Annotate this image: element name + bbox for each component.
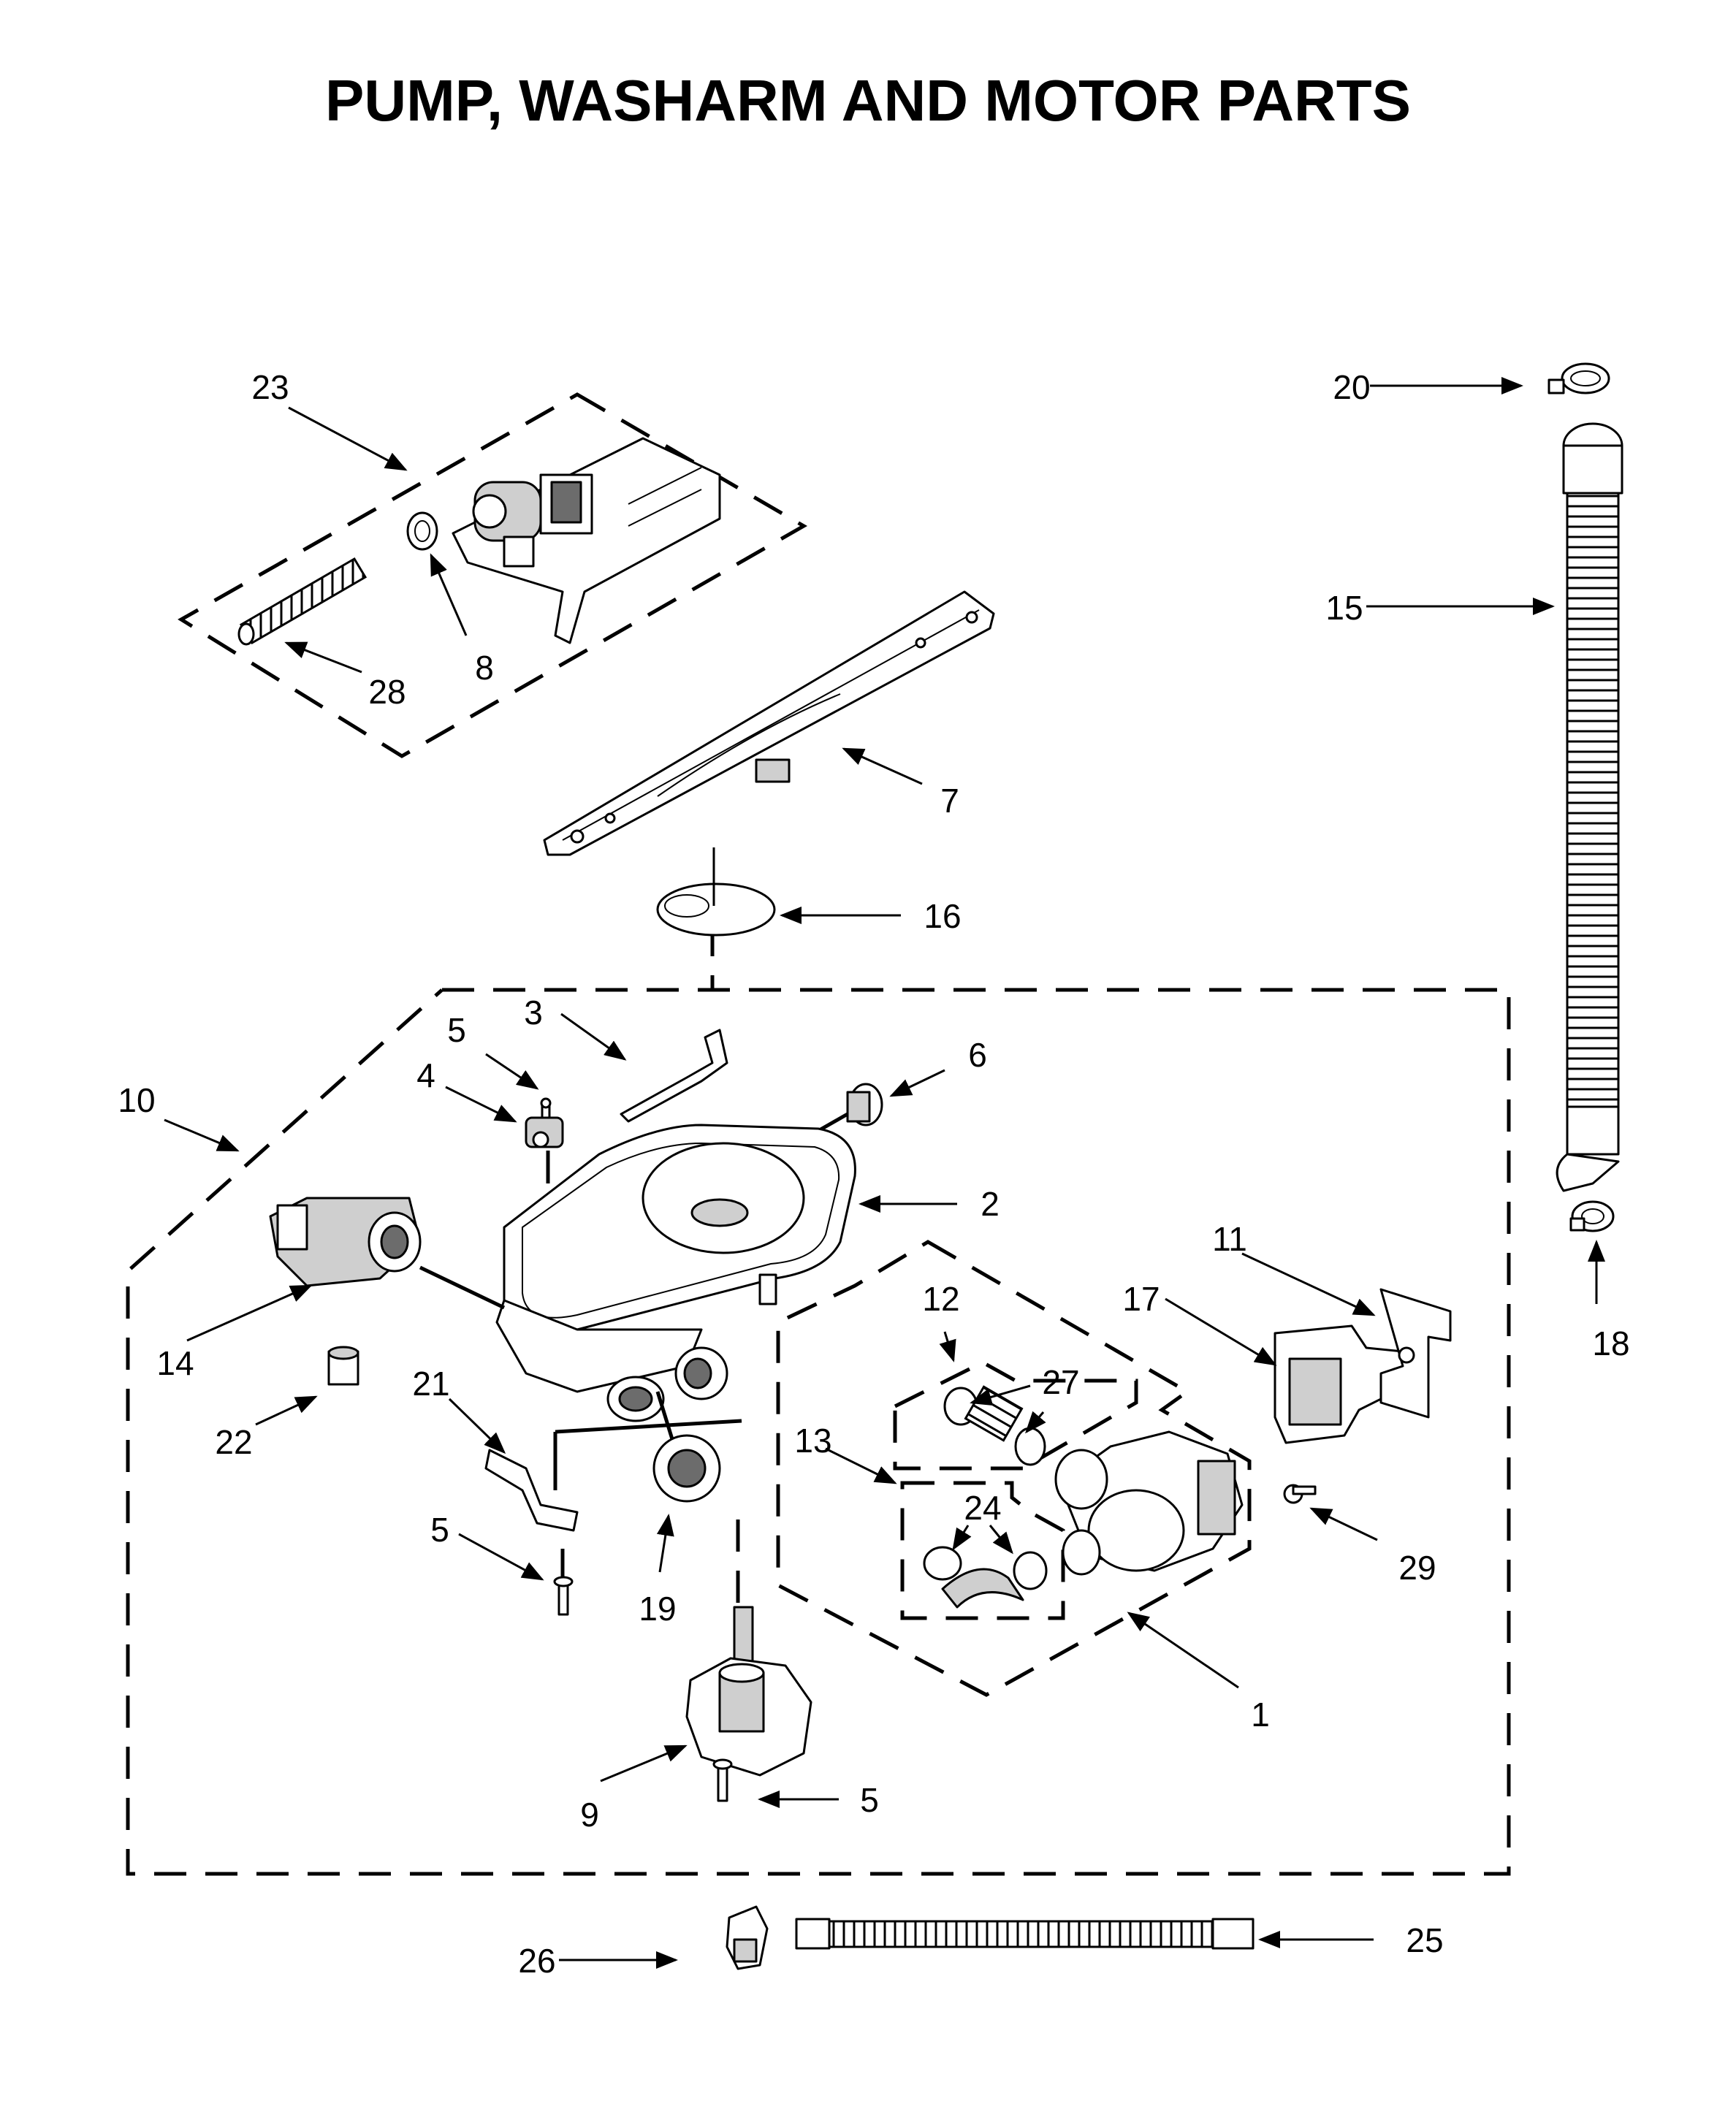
callout-12: 12 <box>922 1280 959 1318</box>
group-10-boundary <box>126 988 1511 1876</box>
callout-29: 29 <box>1398 1549 1436 1587</box>
hose-clamp <box>406 511 438 551</box>
callout-14: 14 <box>156 1344 194 1382</box>
drain-hose <box>1556 422 1623 1192</box>
callout-11: 11 <box>1212 1220 1247 1258</box>
diverter-motor-assembly <box>452 437 721 644</box>
hose-clip <box>726 1905 769 1970</box>
callout-3: 3 <box>524 994 543 1032</box>
callout-21: 21 <box>412 1365 449 1403</box>
callout-18: 18 <box>1592 1324 1629 1362</box>
screw-right <box>1283 1484 1317 1504</box>
callout-10: 10 <box>118 1081 155 1119</box>
callout-4: 4 <box>416 1056 435 1094</box>
callout-16: 16 <box>924 897 961 935</box>
callout-5-middle: 5 <box>430 1511 449 1549</box>
group-12-boundary <box>893 1360 1138 1471</box>
pressure-sensor <box>652 1391 721 1503</box>
callout-5-bottom: 5 <box>860 1781 879 1819</box>
callout-24: 24 <box>964 1489 1001 1527</box>
group-23-boundary <box>178 392 808 758</box>
circulation-pump <box>1054 1430 1244 1576</box>
callout-26: 26 <box>518 1942 555 1980</box>
corrugated-tube <box>237 557 368 646</box>
callout-labels: 23 20 15 8 28 7 16 3 5 4 6 10 2 11 12 17… <box>118 368 1629 1980</box>
thermal-fuse <box>327 1346 359 1386</box>
screw-middle <box>553 1576 574 1616</box>
spray-arm-disc <box>656 847 776 937</box>
callout-28: 28 <box>368 673 406 711</box>
mounting-clip <box>1379 1288 1452 1419</box>
elbow-hose <box>923 1546 1048 1609</box>
group-13-boundary <box>900 1481 1065 1620</box>
drain-pump <box>269 1197 506 1310</box>
callout-13: 13 <box>794 1422 831 1460</box>
callout-19: 19 <box>639 1590 676 1628</box>
callout-23: 23 <box>251 368 289 406</box>
callout-5-top: 5 <box>447 1011 466 1049</box>
sump-housing <box>495 1124 856 1422</box>
leader-lines <box>164 377 1605 1969</box>
screw-bottom <box>712 1758 733 1802</box>
page-title: PUMP, WASHARM AND MOTOR PARTS <box>325 68 1411 133</box>
callout-6: 6 <box>968 1036 987 1074</box>
callout-27: 27 <box>1042 1363 1079 1401</box>
callout-1: 1 <box>1251 1696 1270 1734</box>
callout-17: 17 <box>1122 1280 1160 1318</box>
lower-spray-arm <box>543 590 995 856</box>
hose-seal <box>943 1385 1046 1466</box>
callout-2: 2 <box>981 1185 1000 1223</box>
callout-7: 7 <box>940 782 959 820</box>
turbidity-sensor <box>525 1116 564 1183</box>
hose-clamp-bottom <box>1569 1200 1615 1232</box>
hose-clamp-top <box>1547 362 1610 394</box>
pump-mount-bracket <box>1274 1324 1404 1444</box>
callout-15: 15 <box>1325 589 1363 627</box>
callout-22: 22 <box>215 1423 252 1461</box>
callout-20: 20 <box>1333 368 1370 406</box>
callout-8: 8 <box>475 649 494 687</box>
wash-motor <box>685 1606 812 1777</box>
group-1-boundary <box>776 1240 1252 1697</box>
mounting-bracket <box>620 1029 728 1123</box>
callout-25: 25 <box>1406 1921 1443 1959</box>
drain-hose-extension <box>795 1918 1255 1950</box>
callout-9: 9 <box>580 1796 599 1834</box>
heater-bracket <box>484 1419 742 1532</box>
